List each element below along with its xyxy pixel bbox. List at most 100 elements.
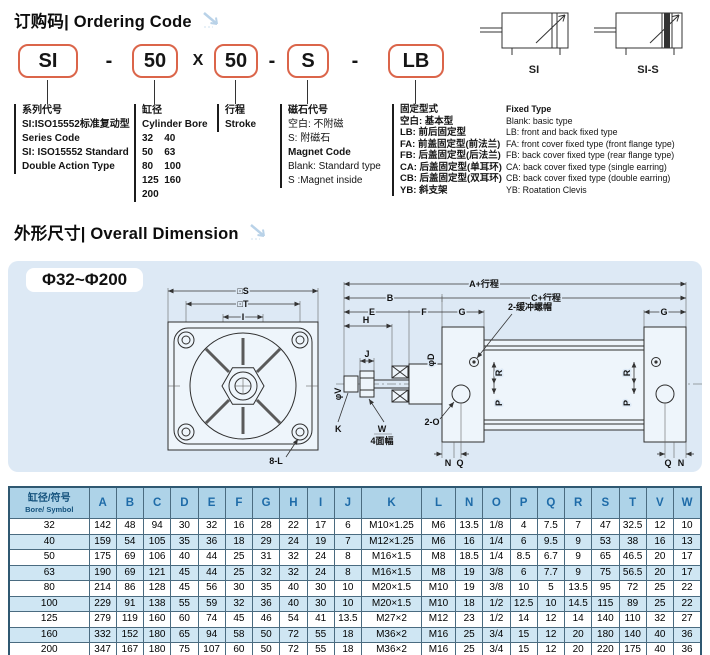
value-cell: 17: [306, 518, 335, 535]
side-dim-e-label: E: [369, 307, 375, 317]
value-cell: 106: [142, 549, 172, 566]
annotation-line: Series Code: [22, 133, 80, 144]
value-cell: 8.5: [509, 549, 538, 566]
front-bolt-count-label: 8-L: [269, 456, 283, 466]
value-cell: 14: [563, 611, 593, 628]
column-header-r: R: [563, 486, 593, 519]
bore-cell: 50: [8, 549, 90, 566]
value-cell: 69: [115, 549, 145, 566]
column-header-n: N: [454, 486, 484, 519]
connector-line: [307, 80, 308, 104]
value-cell: 32.5: [618, 518, 647, 535]
value-cell: 75: [591, 564, 620, 581]
value-cell: 180: [142, 626, 172, 643]
column-header-v: V: [645, 486, 675, 519]
value-cell: 180: [142, 642, 172, 655]
annotation-line: 缸径: [142, 105, 162, 116]
value-cell: 20: [645, 564, 675, 581]
value-cell: 25: [224, 564, 254, 581]
column-header-f: F: [224, 486, 254, 519]
value-cell: 279: [88, 611, 117, 628]
value-cell: M27×2: [361, 611, 422, 628]
annotation-line: FB: back cover fixed type (rear flange t…: [506, 150, 675, 160]
value-cell: 19: [454, 580, 484, 597]
value-cell: 95: [591, 580, 620, 597]
side-dim-w-sub-label: 4面幅: [370, 435, 393, 446]
mini-diagram-si: SI: [478, 4, 590, 76]
value-cell: 10: [333, 580, 363, 597]
side-dim-p-front-label: P: [494, 400, 504, 406]
value-cell: 32: [251, 564, 281, 581]
value-cell: 3/4: [482, 626, 511, 643]
bore-cell: 80: [8, 580, 90, 597]
side-dim-phid-label: φD: [426, 353, 436, 366]
annotation-line: LB: 前后固定型: [400, 127, 466, 138]
value-cell: M20×1.5: [361, 595, 422, 612]
value-cell: 60: [224, 642, 254, 655]
value-cell: 229: [88, 595, 117, 612]
value-cell: 36: [251, 595, 281, 612]
value-cell: 65: [591, 549, 620, 566]
bore-symbol-header: 缸径/符号 Bore/ Symbol: [8, 486, 90, 519]
value-cell: 9: [563, 533, 593, 550]
value-cell: 32: [279, 564, 308, 581]
code-separator: -: [268, 49, 276, 72]
code-separator: -: [105, 49, 113, 72]
value-cell: 119: [115, 611, 145, 628]
value-cell: 36: [673, 642, 702, 655]
value-cell: 30: [224, 580, 254, 597]
value-cell: 1/2: [482, 595, 511, 612]
column-header-e: E: [197, 486, 226, 519]
cylinder-schematic-si: [480, 12, 569, 55]
value-cell: 1/2: [482, 611, 511, 628]
ordering-section-title: 订购码| Ordering Code: [14, 8, 224, 32]
bore-symbol-header-zh: 缸径/符号: [27, 492, 71, 504]
value-cell: M12×1.25: [361, 533, 422, 550]
annotation-line: 行程: [225, 105, 245, 116]
value-cell: 18: [224, 533, 254, 550]
value-cell: 45: [224, 611, 254, 628]
side-dim-phiv-label: φV: [334, 388, 343, 400]
value-cell: 38: [618, 533, 647, 550]
value-cell: 16: [224, 518, 254, 535]
value-cell: 12.5: [509, 595, 538, 612]
annotation-line: LB: front and back fixed type: [506, 127, 618, 137]
value-cell: 152: [115, 626, 145, 643]
value-cell: M16: [421, 626, 456, 643]
annotation-line: Cylinder Bore: [142, 119, 208, 130]
annotation-line: Blank: basic type: [506, 115, 573, 126]
annotation-line: S :Magnet inside: [288, 175, 363, 186]
value-cell: 7: [563, 518, 593, 535]
value-cell: 25: [645, 580, 675, 597]
value-cell: 19: [454, 564, 484, 581]
value-cell: M20×1.5: [361, 580, 422, 597]
side-dim-a-label: A+行程: [469, 278, 499, 289]
value-cell: 23: [454, 611, 484, 628]
diagonal-arrow-icon: [203, 12, 218, 28]
annotation-line: CA: back cover fixed type (single earrin…: [506, 161, 667, 172]
value-cell: 72: [279, 642, 308, 655]
bore-cell: 32: [8, 518, 90, 535]
value-cell: 17: [673, 549, 702, 566]
column-header-k: K: [361, 486, 422, 519]
bore-cell: 63: [8, 564, 90, 581]
annotation-line: FA: front cover fixed type (front flange…: [506, 138, 675, 149]
value-cell: 53: [591, 533, 620, 550]
value-cell: 55: [306, 626, 335, 643]
value-cell: 13.5: [454, 518, 484, 535]
value-cell: 110: [618, 611, 647, 628]
code-box-series: SI: [18, 44, 78, 78]
side-dim-r-front-label: R: [494, 369, 504, 376]
column-header-i: I: [306, 486, 335, 519]
value-cell: 3/8: [482, 580, 511, 597]
side-dim-n-rear-label: N: [678, 458, 685, 468]
value-cell: 44: [197, 564, 226, 581]
value-cell: 13: [673, 533, 702, 550]
annotation-line: SI: ISO15552 Standard: [22, 147, 129, 158]
value-cell: 94: [197, 626, 226, 643]
